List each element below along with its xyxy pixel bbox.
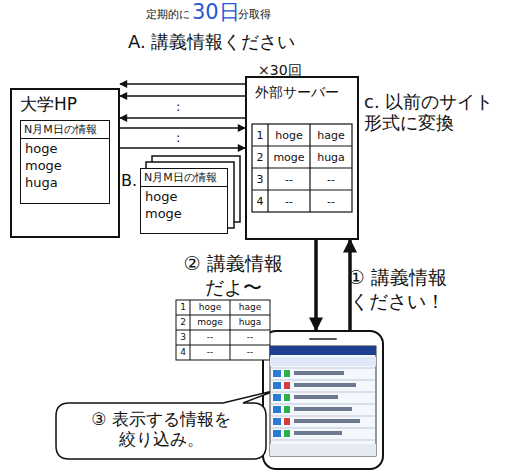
table-cell: -- (310, 168, 352, 190)
table-cell: -- (310, 190, 352, 212)
page-info-box: N月M日の情報hoge moge huga (20, 120, 110, 204)
table-cell: 2 (176, 315, 190, 330)
node-body: hoge moge huga (21, 139, 75, 194)
table-cell: hoge (268, 124, 310, 146)
request-arrow (314, 240, 318, 330)
step-label: A. 講義情報ください (128, 32, 295, 53)
edge-label: ② 講義情報 だよ〜 (158, 252, 308, 300)
bubble-shape (56, 390, 277, 459)
note-text: 定期的に (146, 9, 190, 22)
step-label: c. 以前のサイト 形式に変換 (364, 92, 498, 133)
table-cell: hoge (190, 300, 230, 315)
phone-screen (270, 339, 376, 456)
table-cell: 4 (176, 345, 190, 360)
table-cell: hage (230, 300, 270, 315)
fetch-arrow (120, 147, 245, 148)
table-cell: -- (268, 190, 310, 212)
response-table-grid (176, 300, 270, 360)
fetch-arrow (120, 95, 245, 96)
table-cell: 2 (252, 146, 268, 168)
node-title: 大学HP (12, 90, 118, 114)
node-title: N月M日の情報 (141, 169, 227, 187)
ellipsis-dots: : (176, 100, 180, 115)
page-info-stack: N月M日の情報hoge moge (140, 168, 228, 234)
table-cell: 1 (252, 124, 268, 146)
table-cell: -- (190, 345, 230, 360)
fetch-arrow (120, 127, 245, 128)
table-cell: hage (310, 124, 352, 146)
table-cell: 3 (176, 330, 190, 345)
table-cell: -- (190, 330, 230, 345)
website-box: 大学HP N月M日の情報hoge moge huga (10, 88, 120, 238)
table-cell: huga (230, 315, 270, 330)
highlight-number: 30日 (192, 0, 240, 24)
table-cell: -- (230, 345, 270, 360)
table-cell: moge (190, 315, 230, 330)
table-cell: moge (268, 146, 310, 168)
table-cell: 4 (252, 190, 268, 212)
ellipsis-dots: : (176, 131, 180, 146)
node-title: N月M日の情報 (21, 121, 109, 139)
edge-label: ① 講義情報 ください！ (322, 266, 472, 314)
repeat-count: ×30回 (258, 62, 302, 78)
table-cell: huga (310, 146, 352, 168)
table-cell: 1 (176, 300, 190, 315)
node-title: 外部サーバー (247, 78, 357, 101)
smartphone (262, 330, 384, 470)
fetch-arrow (120, 117, 245, 118)
step-label: B. (121, 172, 137, 190)
table-cell: -- (230, 330, 270, 345)
server-table-grid (252, 124, 352, 212)
node-title: ③ 表示する情報を 絞り込み。 (55, 402, 267, 450)
fetch-arrow (120, 83, 245, 84)
node-body: hoge moge (141, 187, 195, 225)
note-text: 分取得 (238, 9, 271, 22)
table-cell: 3 (252, 168, 268, 190)
speech-bubble: ③ 表示する情報を 絞り込み。 (55, 402, 267, 460)
table-cell: -- (268, 168, 310, 190)
